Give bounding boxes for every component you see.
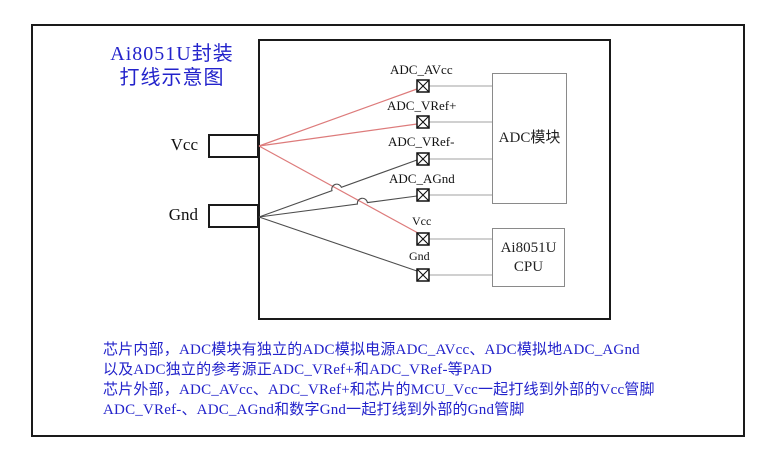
cpu-label: Ai8051U CPU [501,239,557,277]
cpu-label-line2: CPU [513,258,544,275]
diagram-title-line2: 打线示意图 [119,67,225,89]
adc-module-box: ADC模块 [492,73,567,204]
note-line1: 芯片内部，ADC模块有独立的ADC模拟电源ADC_AVcc、ADC模拟地ADC_… [103,342,640,358]
pad-label-vcc: Vcc [412,214,432,228]
external-pad-gnd [208,204,259,228]
diagram-title-line1: Ai8051U封装 [110,43,234,65]
pad-label-adc-agnd: ADC_AGnd [389,171,455,186]
pad-label-adc-avcc: ADC_AVcc [390,62,453,77]
note-line3: 芯片外部，ADC_AVcc、ADC_VRef+和芯片的MCU_Vcc一起打线到外… [103,382,655,398]
annotation-notes: 芯片内部，ADC模块有独立的ADC模拟电源ADC_AVcc、ADC模拟地ADC_… [103,340,683,420]
external-pin-gnd-label: Gnd [168,205,198,224]
diagram-title: Ai8051U封装 打线示意图 [100,42,244,90]
adc-module-label: ADC模块 [498,130,561,146]
external-pad-vcc [208,134,259,158]
cpu-box: Ai8051U CPU [492,228,565,287]
note-line2: 以及ADC独立的参考源正ADC_VRef+和ADC_VRef-等PAD [103,362,493,378]
cpu-label-line1: Ai8051U [500,239,557,256]
pad-label-gnd: Gnd [409,249,430,263]
pad-label-adc-vrefp: ADC_VRef+ [387,98,457,113]
note-line4: ADC_VRef-、ADC_AGnd和数字Gnd一起打线到外部的Gnd管脚 [103,402,525,418]
external-pin-vcc-label: Vcc [170,135,198,154]
pad-label-adc-vrefn: ADC_VRef- [388,134,455,149]
